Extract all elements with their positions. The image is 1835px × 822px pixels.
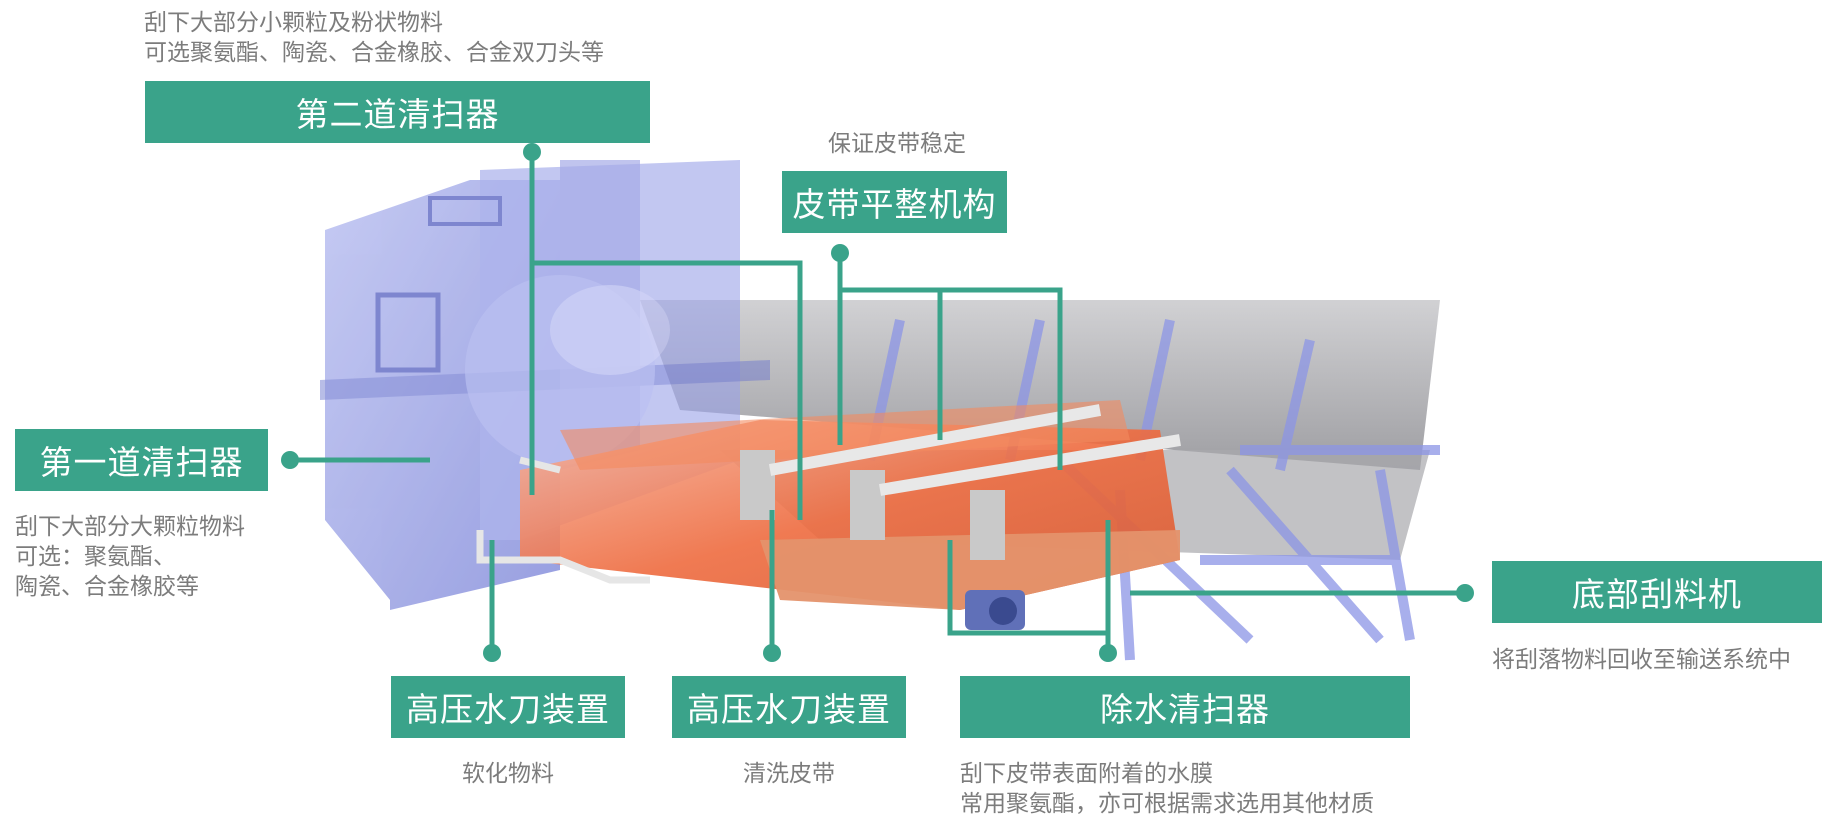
dewater-cleaner-desc: 刮下皮带表面附着的水膜 常用聚氨酯，亦可根据需求选用其他材质	[960, 759, 1374, 819]
water-jet-1-desc-line-1: 软化物料	[462, 761, 554, 787]
water-jet-2-label: 高压水刀装置	[672, 676, 906, 738]
water-jet-2-desc: 清洗皮带	[672, 759, 906, 789]
water-jet-1-desc: 软化物料	[391, 759, 625, 789]
water-pipes	[476, 456, 650, 584]
water-jet-2-desc-line-1: 清洗皮带	[743, 761, 835, 787]
belt-flattening-label: 皮带平整机构	[782, 171, 1007, 233]
scraper-frame	[520, 400, 1181, 630]
bottom-scraper-desc-line-1: 将刮落物料回收至输送系统中	[1492, 647, 1791, 673]
dewater-cleaner-label: 除水清扫器	[960, 676, 1410, 738]
belt-flattening-desc-line-1: 保证皮带稳定	[828, 131, 966, 157]
first-cleaner-desc: 刮下大部分大颗粒物料 可选：聚氨酯、 陶瓷、合金橡胶等	[15, 512, 245, 602]
first-cleaner-desc-line-2: 可选：聚氨酯、	[15, 544, 176, 570]
second-cleaner-desc: 刮下大部分小颗粒及粉状物料 可选聚氨酯、陶瓷、合金橡胶、合金双刀头等	[144, 8, 604, 68]
first-cleaner-desc-line-3: 陶瓷、合金橡胶等	[15, 574, 199, 600]
bottom-scraper-desc: 将刮落物料回收至输送系统中	[1492, 645, 1791, 675]
water-jet-1-label: 高压水刀装置	[391, 676, 625, 738]
callout-lines	[290, 152, 1465, 650]
first-cleaner-label: 第一道清扫器	[15, 429, 268, 491]
dewater-cleaner-desc-line-1: 刮下皮带表面附着的水膜	[960, 761, 1213, 787]
dewater-cleaner-desc-line-2: 常用聚氨酯，亦可根据需求选用其他材质	[960, 791, 1374, 817]
second-cleaner-label: 第二道清扫器	[145, 81, 650, 143]
callout-dots	[281, 143, 1474, 662]
bottom-scraper-label: 底部刮料机	[1492, 561, 1822, 623]
second-cleaner-desc-line-1: 刮下大部分小颗粒及粉状物料	[144, 10, 443, 36]
first-cleaner-desc-line-1: 刮下大部分大颗粒物料	[15, 514, 245, 540]
belt-flattening-desc: 保证皮带稳定	[782, 129, 1012, 159]
second-cleaner-desc-line-2: 可选聚氨酯、陶瓷、合金橡胶、合金双刀头等	[144, 40, 604, 66]
